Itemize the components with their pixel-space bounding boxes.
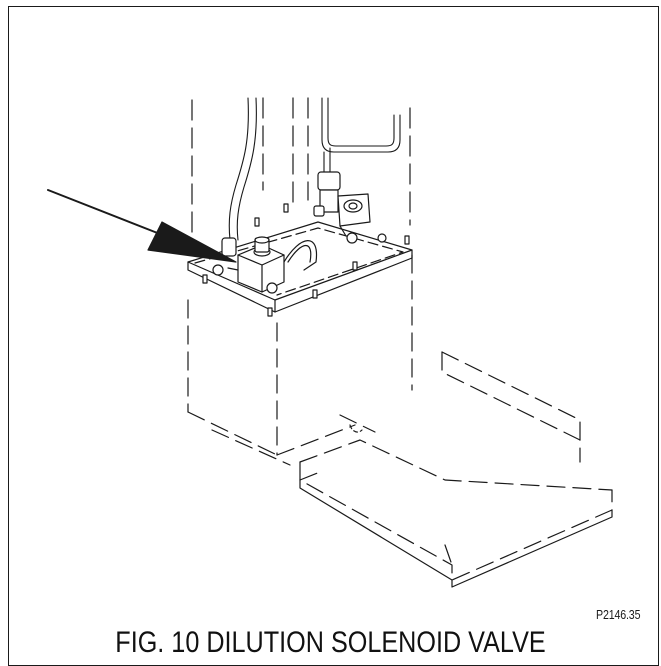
left-tube — [228, 97, 257, 241]
drip-tray-front — [299, 424, 613, 588]
right-tube — [321, 97, 401, 176]
drip-tray — [211, 351, 613, 581]
figure-caption: FIG. 10 DILUTION SOLENOID VALVE — [115, 626, 546, 659]
figure-reference-code: P2146.35 — [596, 607, 641, 622]
plate-bolts — [202, 203, 410, 317]
second-solenoid-valve — [313, 171, 387, 244]
pointer-arrow — [47, 189, 237, 263]
upper-column — [191, 97, 411, 241]
cabinet-body — [187, 254, 413, 456]
dilution-solenoid-valve — [212, 236, 318, 294]
